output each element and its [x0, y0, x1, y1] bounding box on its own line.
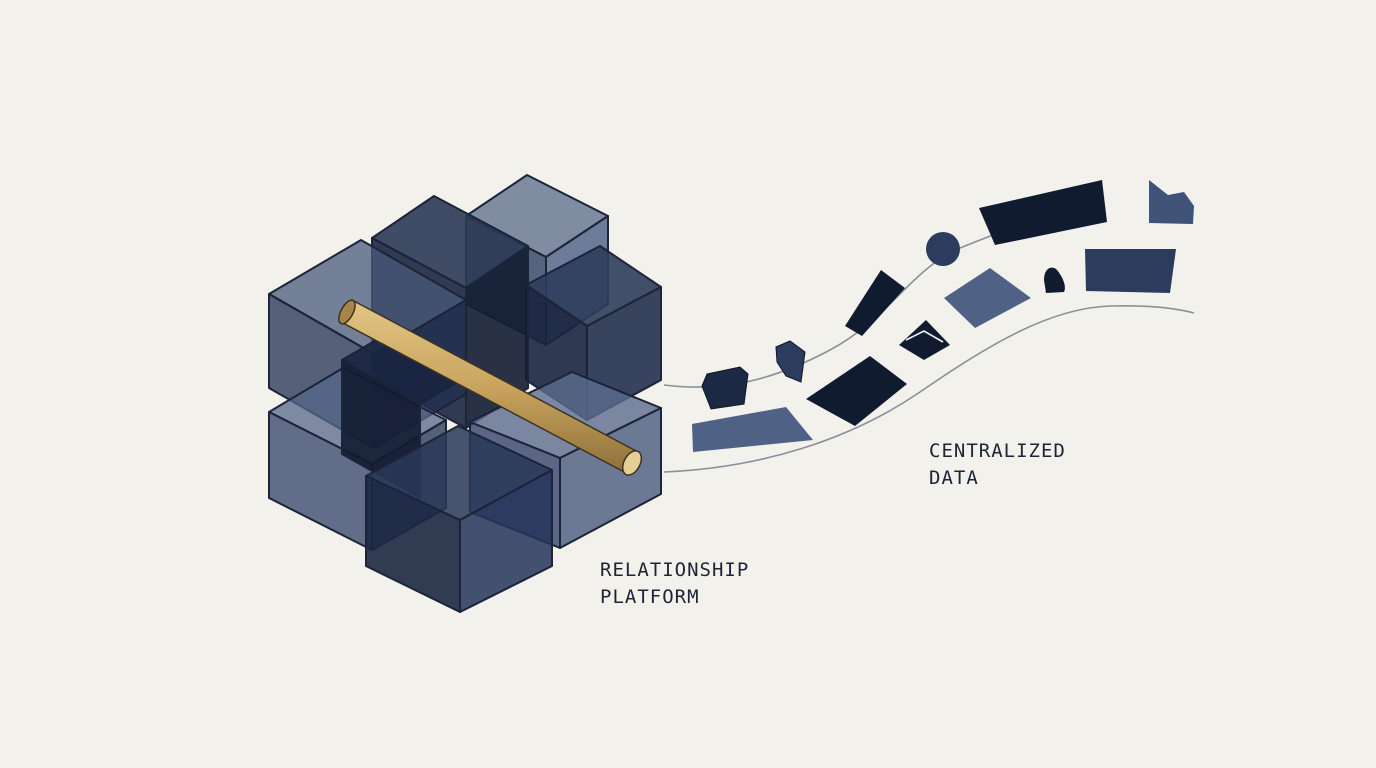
data-label-line1: CENTRALIZED — [929, 440, 1066, 462]
data-items — [701, 180, 1194, 410]
data-slab-4 — [1085, 249, 1176, 293]
centralized-data-label: CENTRALIZED DATA — [929, 438, 1066, 492]
bookmark-icon — [775, 340, 806, 383]
folder-icon — [701, 366, 749, 410]
data-slab-2 — [806, 356, 907, 426]
platform-label-line1: RELATIONSHIP — [600, 559, 750, 581]
connector-rod — [338, 298, 643, 476]
cube-cluster — [268, 174, 662, 613]
wedge-item — [845, 270, 905, 336]
data-label-line2: DATA — [929, 467, 979, 489]
envelope-icon — [899, 320, 950, 360]
ribbon-icon — [1149, 180, 1194, 224]
cube-front-bottom — [365, 425, 553, 613]
stream-curve-bottom — [663, 305, 1195, 473]
drop-item — [1044, 267, 1065, 293]
data-band — [692, 249, 1176, 452]
data-slab-3 — [944, 268, 1031, 328]
platform-label-line2: PLATFORM — [600, 586, 700, 608]
relationship-platform-label: RELATIONSHIP PLATFORM — [600, 557, 749, 611]
circle-node-icon — [926, 232, 960, 266]
data-slab-top — [979, 180, 1107, 245]
data-slab-1 — [692, 407, 813, 452]
